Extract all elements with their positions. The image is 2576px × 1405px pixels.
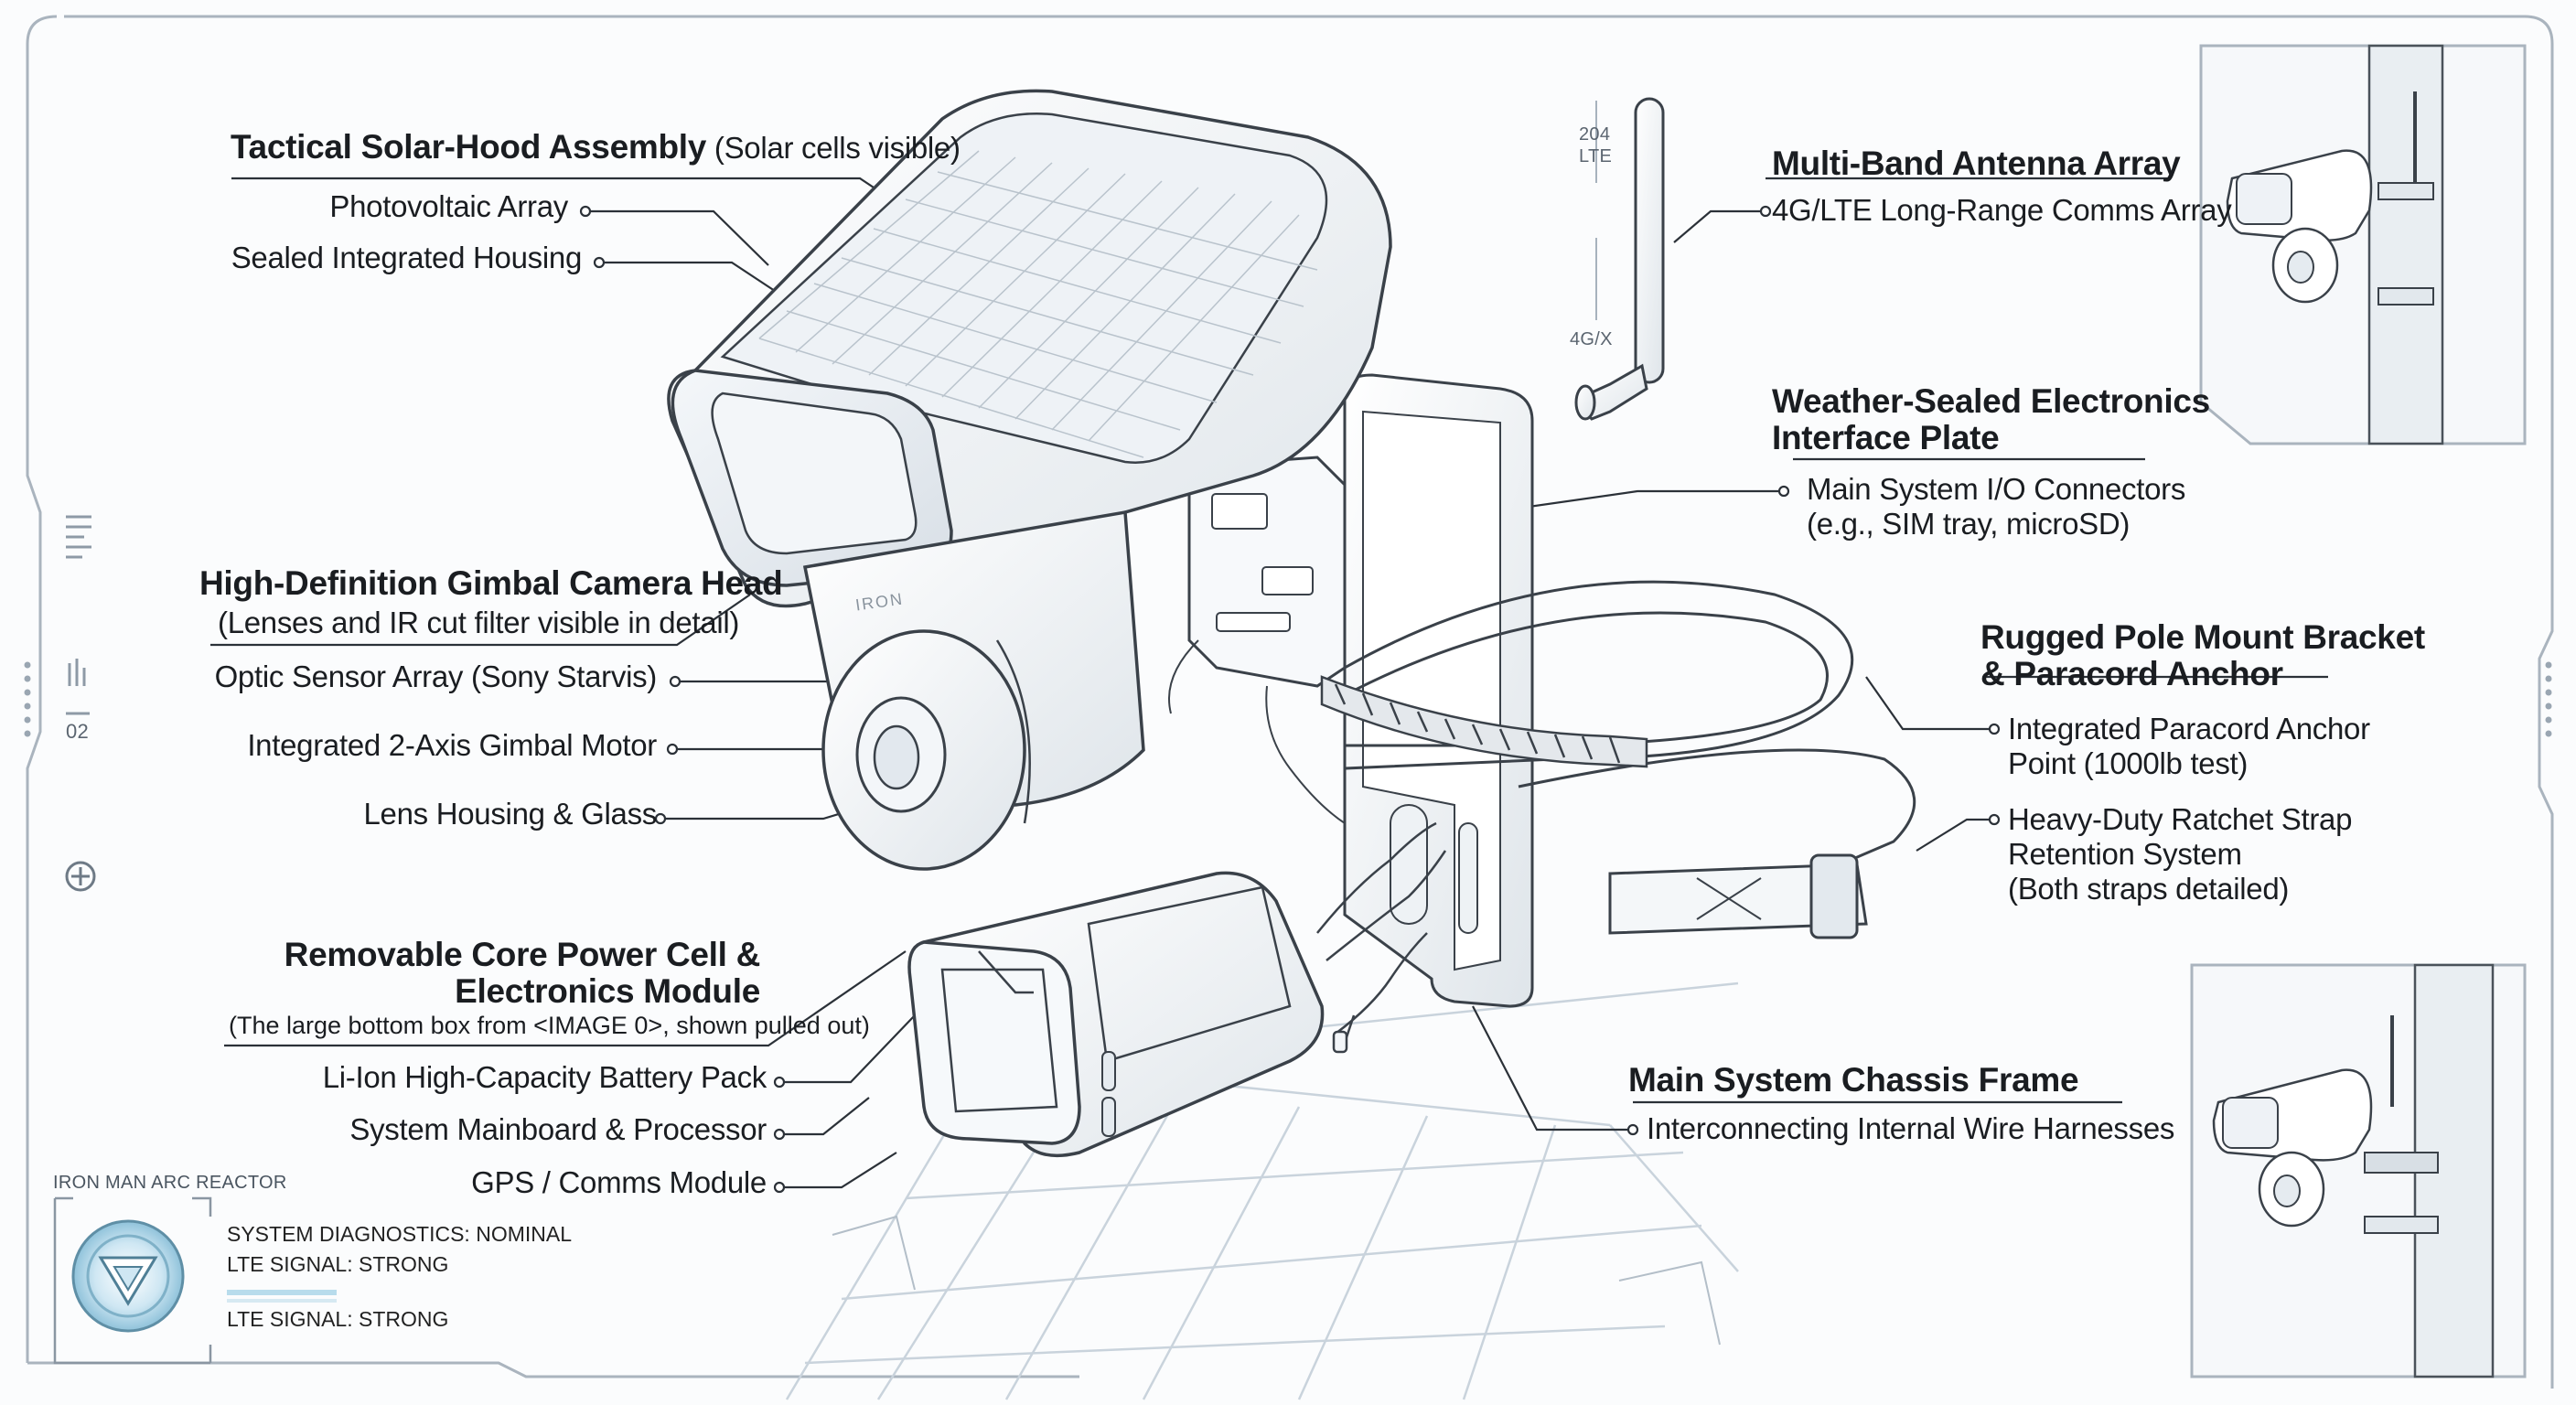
power-cell-note: (The large bottom box from <IMAGE 0>, sh… [229, 1012, 870, 1039]
frame-dots-right [2545, 661, 2552, 737]
mainboard-label: System Mainboard & Processor [349, 1112, 767, 1146]
antenna-tiny-mid: LTE [1579, 146, 1613, 166]
paracord-anchor-label-2: Point (1000lb test) [2008, 746, 2249, 780]
ratchet-strap-label-3: (Both straps detailed) [2008, 872, 2290, 906]
diagnostics-line-3: LTE SIGNAL: STRONG [227, 1307, 449, 1331]
antenna-illustration [1574, 97, 1665, 421]
leader-dots [579, 205, 2001, 1194]
solar-hood-title: Tactical Solar-Hood Assembly (Solar cell… [231, 128, 961, 166]
gimbal-motor-label: Integrated 2-Axis Gimbal Motor [247, 728, 657, 762]
side-gauge [66, 515, 91, 715]
signal-bars [227, 1290, 337, 1303]
mount-title-2: & Paracord Anchor [1980, 655, 2283, 692]
power-cell-title-1: Removable Core Power Cell & [284, 936, 761, 973]
ratchet-strap-label-2: Retention System [2008, 837, 2242, 871]
diagnostics-panel [53, 1196, 212, 1365]
optic-sensor-label: Optic Sensor Array (Sony Starvis) [214, 660, 658, 693]
sealed-housing-label: Sealed Integrated Housing [231, 241, 583, 274]
inset-panel-top [2199, 44, 2527, 445]
antenna-tiny-top: 204 [1579, 124, 1611, 145]
interface-title-2: Interface Plate [1772, 419, 2000, 456]
power-cell-illustration [907, 871, 1325, 1158]
antenna-tiny-bottom: 4G/X [1570, 329, 1613, 349]
interface-plate-illustration [1168, 456, 1347, 824]
mount-title-1: Rugged Pole Mount Bracket [1980, 618, 2425, 656]
io-connectors-label-2: (e.g., SIM tray, microSD) [1807, 507, 2131, 541]
gimbal-note: (Lenses and IR cut filter visible in det… [218, 606, 740, 639]
io-connectors-label-1: Main System I/O Connectors [1807, 472, 2186, 506]
battery-pack-label: Li-Ion High-Capacity Battery Pack [322, 1060, 767, 1094]
wire-harness-illustration [1316, 821, 1447, 1054]
interface-title-1: Weather-Sealed Electronics [1772, 382, 2210, 420]
photovoltaic-array-label: Photovoltaic Array [329, 189, 568, 223]
power-cell-title-2: Electronics Module [455, 972, 760, 1010]
diagnostics-line-1: SYSTEM DIAGNOSTICS: NOMINAL [227, 1222, 572, 1246]
wire-harness-label: Interconnecting Internal Wire Harnesses [1647, 1111, 2175, 1145]
paracord-illustration [1320, 675, 1648, 768]
antenna-title: Multi-Band Antenna Array [1772, 145, 2181, 182]
chassis-frame-illustration [1343, 373, 1534, 1008]
ratchet-strap-label-1: Heavy-Duty Ratchet Strap [2008, 802, 2353, 836]
gps-comms-label: GPS / Comms Module [471, 1165, 767, 1199]
arc-reactor-icon [71, 1219, 185, 1333]
side-gauge-code: 02 [66, 720, 90, 743]
hud-frame [26, 15, 2554, 1389]
arc-reactor-header: IRON MAN ARC REACTOR [53, 1173, 287, 1193]
chassis-title: Main System Chassis Frame [1628, 1061, 2079, 1099]
solar-cells [758, 150, 1318, 458]
solar-hood-note: (Solar cells visible) [714, 131, 961, 165]
frame-dots-left [24, 661, 31, 737]
antenna-item-label: 4G/LTE Long-Range Comms Array [1772, 193, 2232, 227]
floor-dimension-marks [832, 1215, 1721, 1346]
camera-housing-illustration [667, 89, 1392, 608]
paracord-anchor-label-1: Integrated Paracord Anchor [2008, 712, 2370, 745]
inset-panel-bottom [2190, 963, 2527, 1378]
strap-illustration [1343, 580, 1916, 939]
gimbal-dome-illustration [821, 629, 1031, 871]
gimbal-title: High-Definition Gimbal Camera Head [199, 564, 783, 602]
frame-target-icon [65, 861, 96, 892]
lens-housing-label: Lens Housing & Glass [363, 797, 657, 831]
diagnostics-line-2: LTE SIGNAL: STRONG [227, 1252, 449, 1276]
